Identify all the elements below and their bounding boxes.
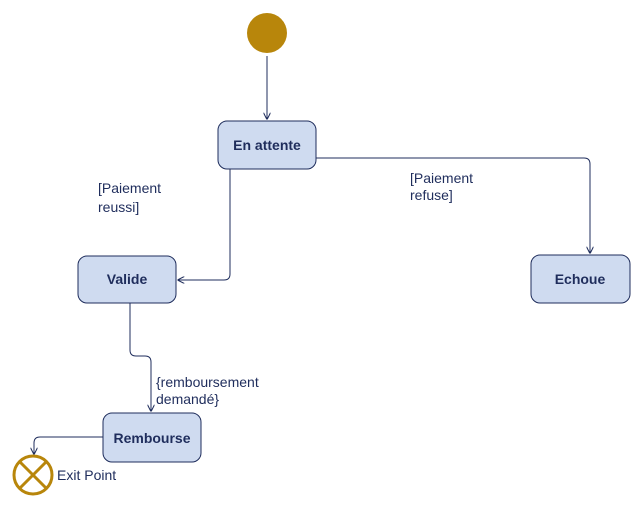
edge-en-attente-to-valide (178, 169, 231, 280)
state-echoue[interactable]: Echoue (530, 254, 631, 304)
state-rembourse[interactable]: Rembourse (102, 412, 202, 463)
state-en-attente-label: En attente (233, 137, 301, 153)
state-echoue-label: Echoue (555, 271, 606, 287)
state-valide-label: Valide (107, 271, 148, 287)
guard-paiement-refuse-line-1: [Paiement (410, 170, 473, 186)
guard-paiement-reussi: [Paiement reussi] (98, 180, 165, 215)
guard-paiement-reussi-line-1: [Paiement (98, 180, 161, 196)
state-valide[interactable]: Valide (77, 255, 177, 304)
state-en-attente[interactable]: En attente (217, 120, 317, 170)
edge-rembourse-to-exit (34, 436, 103, 454)
guard-paiement-refuse: [Paiement refuse] (410, 170, 477, 203)
trigger-remboursement-demande-line-1: {remboursement (156, 374, 259, 390)
state-rembourse-label: Rembourse (113, 430, 190, 446)
edge-valide-to-rembourse (129, 303, 151, 411)
exit-point-icon (12, 454, 54, 496)
trigger-remboursement-demande: {remboursement demandé} (156, 374, 263, 407)
edge-en-attente-to-echoue (316, 157, 590, 253)
guard-paiement-refuse-line-2: refuse] (410, 187, 453, 203)
trigger-remboursement-demande-line-2: demandé} (156, 391, 219, 407)
initial-node-icon (247, 13, 287, 53)
exit-point-label: Exit Point (57, 467, 116, 483)
guard-paiement-reussi-line-2: reussi] (98, 199, 139, 215)
